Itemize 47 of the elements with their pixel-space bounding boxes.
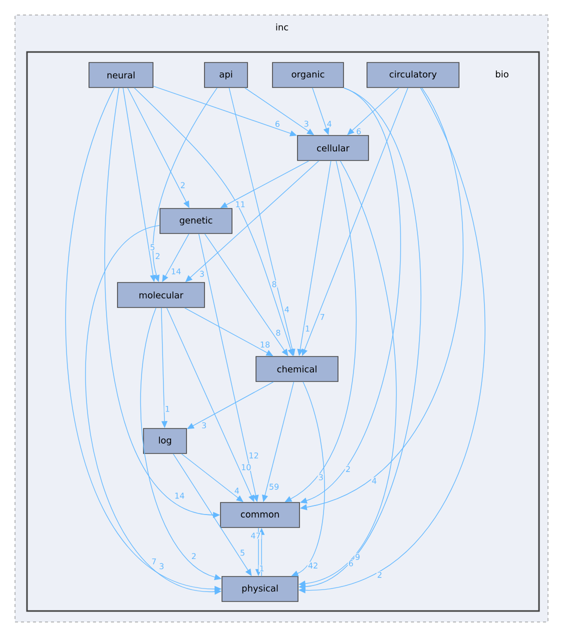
- directory-box: common: [220, 502, 300, 528]
- edge-label: 3: [318, 474, 323, 480]
- edge-label: 8: [272, 281, 276, 288]
- edge-label: 6: [356, 128, 361, 134]
- edge-label: 4: [372, 478, 376, 484]
- directory-box: cellular: [297, 135, 369, 161]
- edge-label: 7: [152, 558, 156, 564]
- edge-label: 3: [202, 422, 206, 428]
- edge-label: 18: [260, 342, 270, 348]
- edge-label: 1: [166, 406, 170, 412]
- directory-box: api: [204, 62, 248, 88]
- directory-box: genetic: [160, 208, 232, 234]
- edge-label: 2: [378, 572, 382, 578]
- edge-label: 11: [236, 201, 245, 208]
- directory-box: circulatory: [366, 62, 460, 88]
- edge-label: 47: [251, 532, 260, 539]
- edge-label: 3: [160, 563, 164, 570]
- edge-label: 7: [320, 314, 324, 320]
- edge-label: 9: [356, 554, 360, 560]
- directory-box: physical: [222, 576, 298, 602]
- edge-label: 1: [306, 326, 310, 332]
- directory-box: organic: [272, 62, 344, 88]
- edge-label: 2: [346, 466, 350, 472]
- edge-label: 42: [308, 562, 318, 568]
- directory-box: log: [143, 428, 187, 454]
- edge-label: 2: [156, 253, 160, 260]
- edge-label: 5: [240, 550, 244, 556]
- directory-box: chemical: [256, 356, 338, 382]
- edge-label: 59: [270, 484, 279, 490]
- edge-label: 14: [172, 268, 181, 274]
- edge-label: 6: [275, 120, 280, 127]
- edge-label: 4: [284, 306, 289, 312]
- edge-label: 4: [234, 488, 239, 494]
- edge-label: 3: [304, 120, 308, 127]
- edge-label: 10: [242, 464, 251, 470]
- edge-label: 1: [260, 565, 264, 572]
- edge-label: 5: [150, 244, 154, 250]
- edge-label: 2: [192, 553, 196, 560]
- directory-box: molecular: [117, 282, 205, 308]
- edge-label: 12: [250, 452, 258, 458]
- directory-box: neural: [88, 62, 154, 88]
- edge-label: 6: [348, 560, 353, 566]
- edge-label: 8: [276, 330, 280, 336]
- edge-label: 2: [180, 182, 185, 188]
- edge-label: 14: [175, 492, 184, 499]
- edge-label: 3: [200, 270, 204, 277]
- edge-label: 4: [327, 120, 332, 127]
